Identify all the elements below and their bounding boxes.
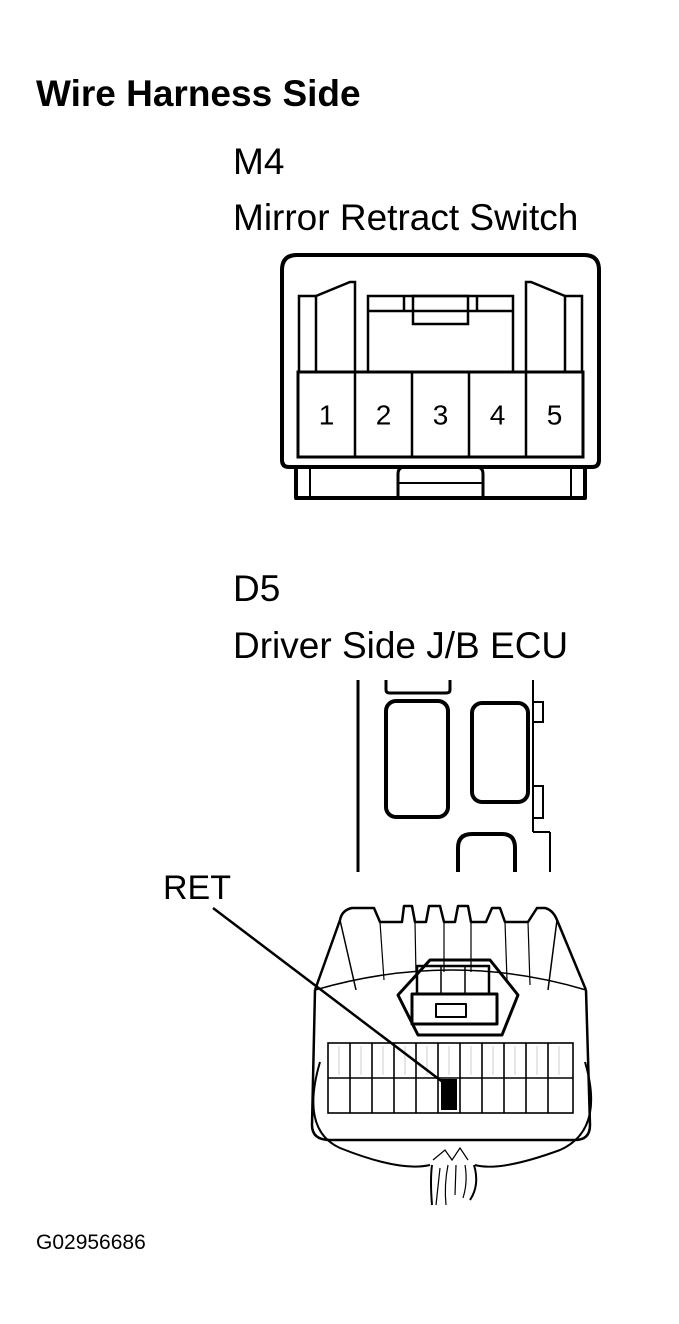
m4-pin-row bbox=[296, 370, 585, 459]
d5-slot-left bbox=[384, 699, 450, 819]
m4-pin-number: 4 bbox=[490, 400, 506, 431]
d5-strap-left bbox=[312, 1061, 431, 1168]
d5-connector-name: Driver Side J/B ECU bbox=[233, 625, 569, 666]
ret-leader-line bbox=[212, 907, 449, 1087]
m4-pin-number: 3 bbox=[433, 400, 449, 431]
figure-id: G02956686 bbox=[36, 1231, 146, 1254]
m4-pin-number: 5 bbox=[547, 400, 563, 431]
d5-lock-cradle bbox=[396, 958, 520, 1037]
m4-pin-number: 2 bbox=[376, 400, 392, 431]
m4-bottom-rail bbox=[294, 467, 587, 500]
d5-slot-right bbox=[470, 701, 530, 804]
ret-terminal-label: RET bbox=[163, 869, 231, 907]
m4-latch bbox=[411, 294, 470, 326]
m4-connector-code: M4 bbox=[233, 141, 285, 182]
m4-housing-outline bbox=[280, 253, 601, 469]
diagram-title: Wire Harness Side bbox=[36, 73, 361, 114]
d5-plug-top bbox=[313, 904, 588, 991]
d5-terminal-grid bbox=[327, 1042, 574, 1114]
d5-lock-tab bbox=[410, 992, 499, 1026]
d5-strap-right bbox=[474, 1061, 593, 1168]
m4-connector-name: Mirror Retract Switch bbox=[233, 197, 579, 238]
d5-connector-code: D5 bbox=[233, 568, 281, 609]
m4-pin-number: 1 bbox=[319, 400, 335, 431]
d5-ret-terminal bbox=[441, 1079, 457, 1110]
